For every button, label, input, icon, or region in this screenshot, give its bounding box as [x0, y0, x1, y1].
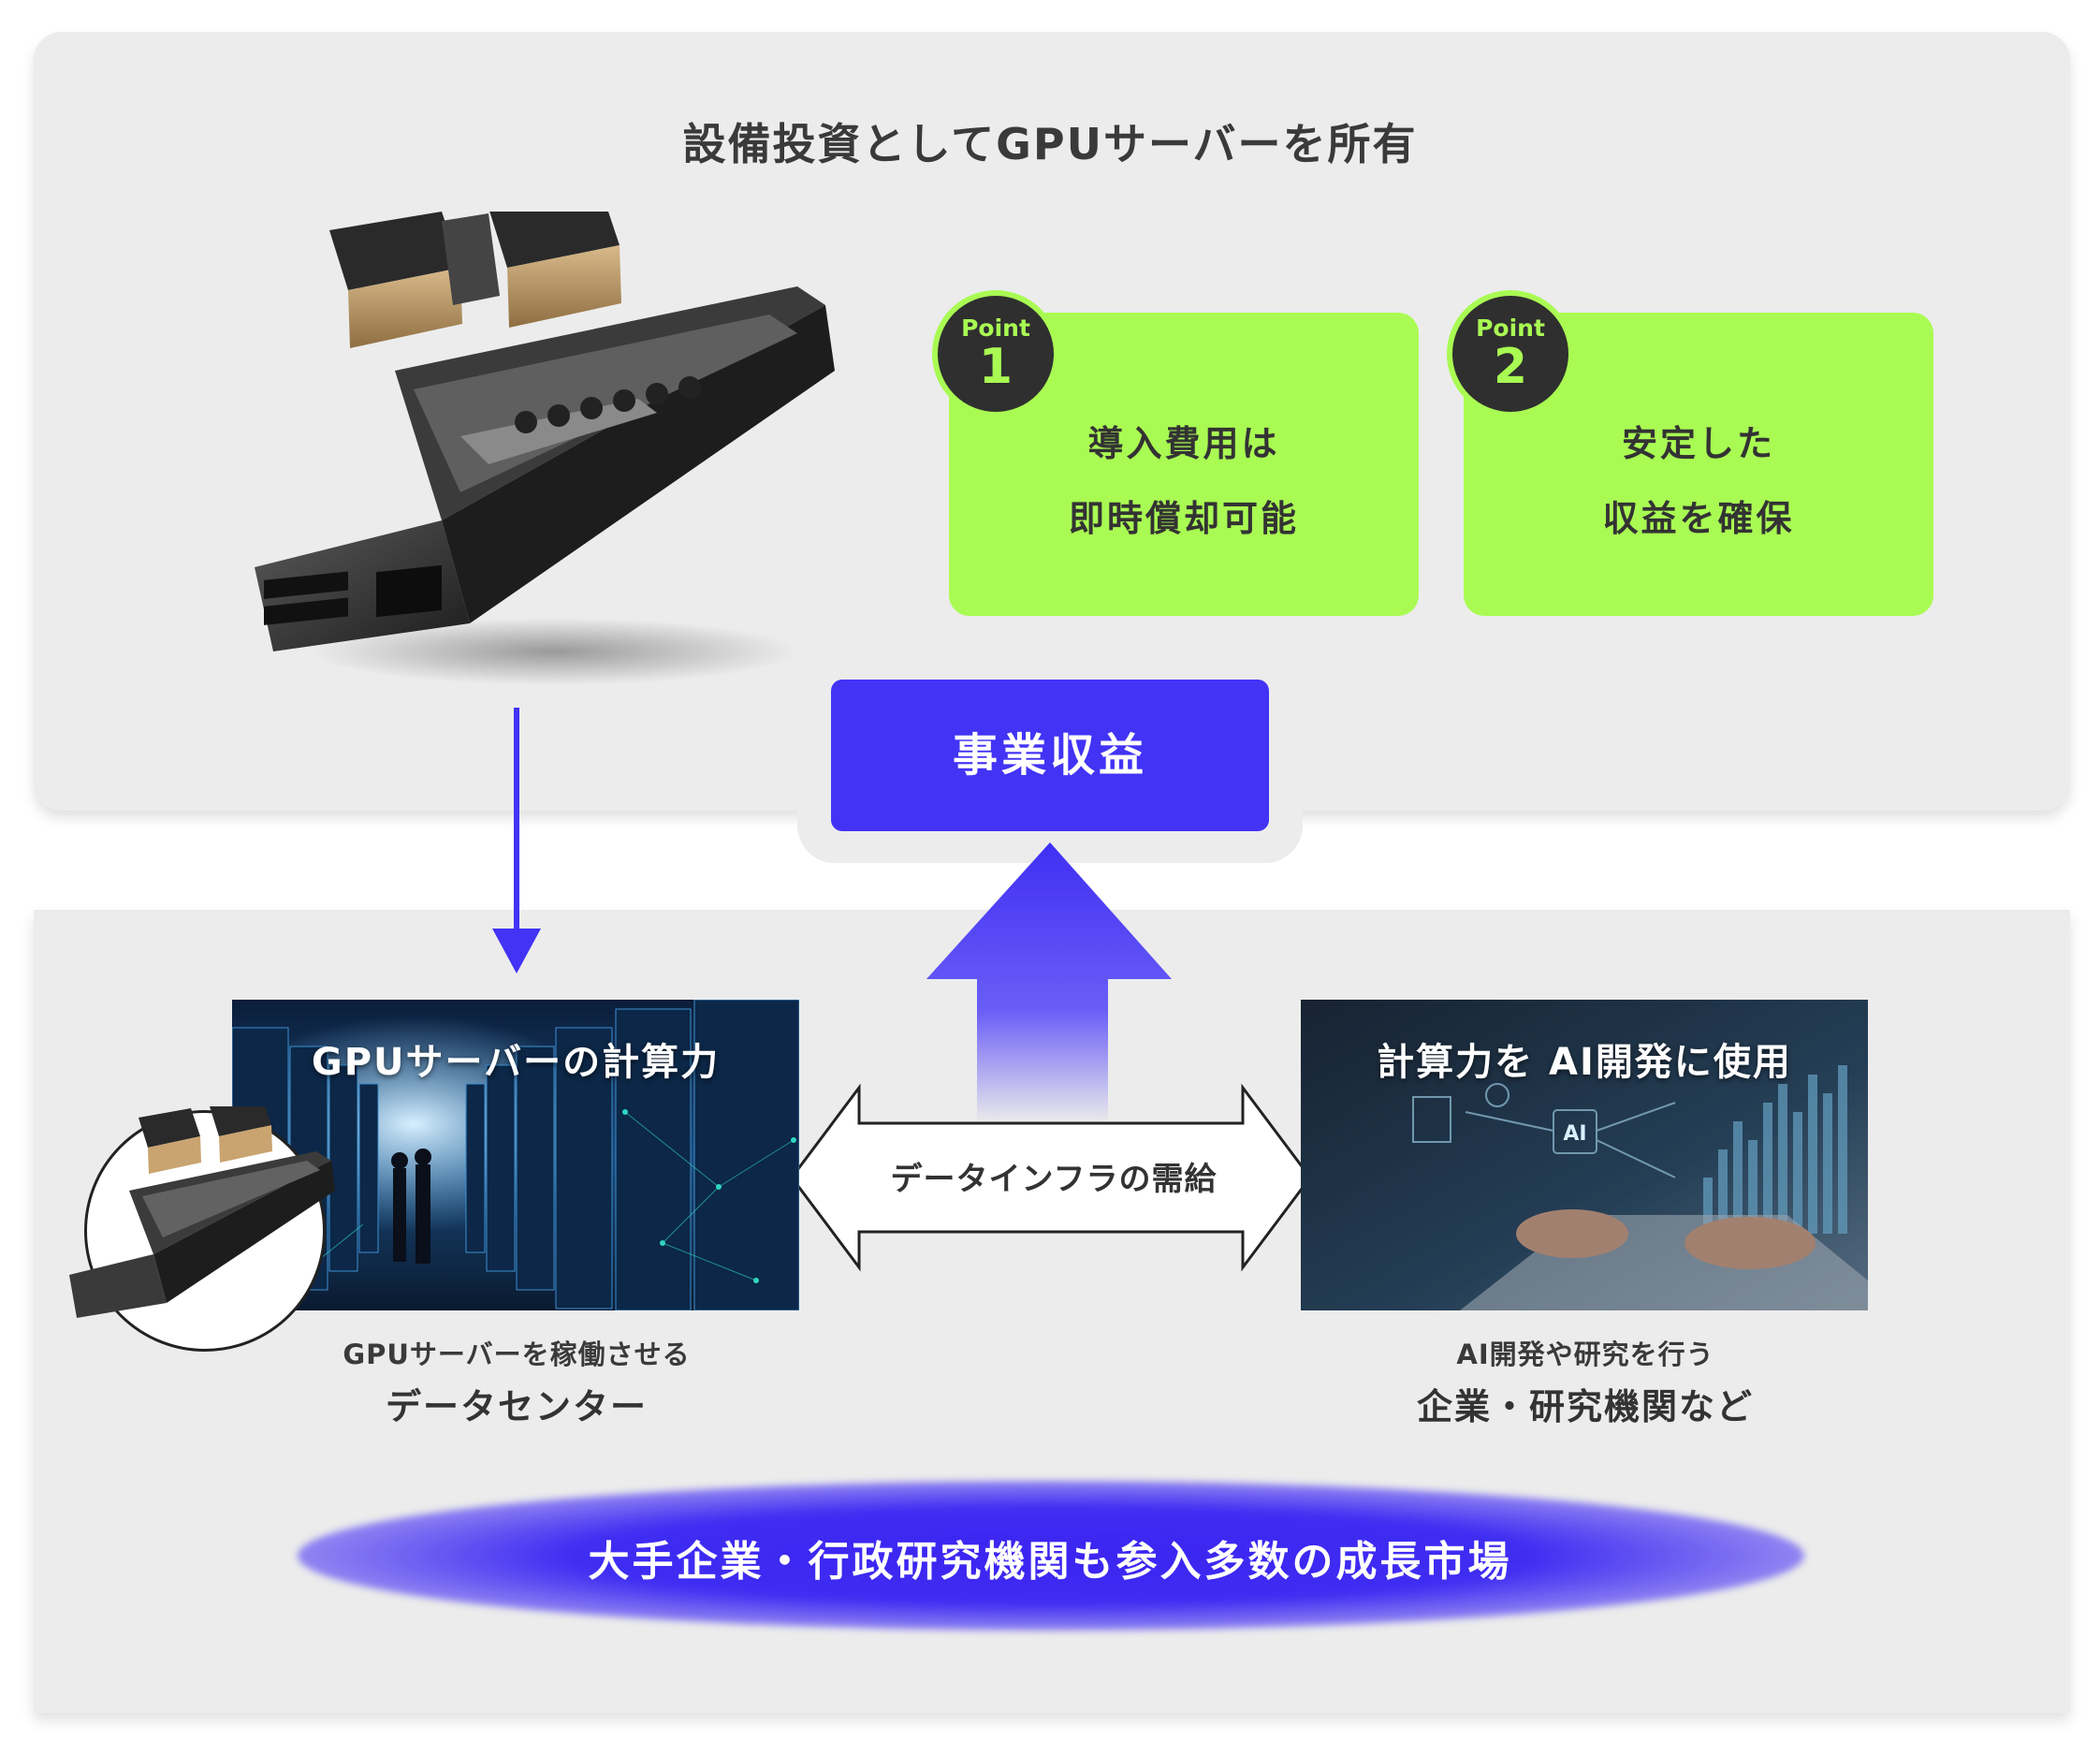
right-caption-large: 企業・研究機関など — [1416, 1386, 1754, 1427]
point-1-text: 導入費用は 即時償却可能 — [949, 406, 1419, 556]
left-caption-large: データセンター — [385, 1386, 648, 1427]
point-1-badge: Point 1 — [932, 290, 1059, 417]
gpu-server-small-image — [69, 1106, 335, 1318]
point-2-badge: Point 2 — [1447, 290, 1574, 417]
up-arrow — [926, 842, 1172, 1123]
datacenter-photo: GPUサーバーの計算力 — [232, 1000, 799, 1310]
point-1-number: 1 — [978, 339, 1014, 395]
gpu-server-image — [255, 212, 835, 685]
point-2-line1: 安定した — [1621, 423, 1775, 464]
market-label: 大手企業・行政研究機関も参入多数の成長市場 — [588, 1538, 1512, 1586]
datacenter-title: GPUサーバーの計算力 — [311, 1041, 721, 1084]
down-arrow-head — [492, 929, 541, 973]
point-1-label: Point — [961, 315, 1030, 342]
ai-title: 計算力を AI開発に使用 — [1377, 1041, 1792, 1084]
point-2-text: 安定した 収益を確保 — [1464, 406, 1933, 556]
left-caption-small: GPUサーバーを稼働させる — [343, 1339, 691, 1370]
point-1-line1: 導入費用は — [1087, 423, 1280, 464]
point-2-label: Point — [1476, 315, 1545, 342]
point-2-line2: 収益を確保 — [1602, 498, 1795, 539]
market-glow — [298, 1481, 1804, 1631]
point-2-number: 2 — [1493, 339, 1528, 395]
right-caption-small: AI開発や研究を行う — [1456, 1339, 1714, 1370]
exchange-label: データインフラの需給 — [890, 1161, 1218, 1198]
point-1-line2: 即時償却可能 — [1068, 498, 1299, 539]
ai-chip-icon: AI — [1563, 1122, 1587, 1146]
top-title: 設備投資としてGPUサーバーを所有 — [682, 119, 1418, 169]
ai-development-photo: 計算力を AI開発に使用 AI — [1301, 1000, 1868, 1310]
revenue-box: 事業収益 — [831, 680, 1269, 831]
